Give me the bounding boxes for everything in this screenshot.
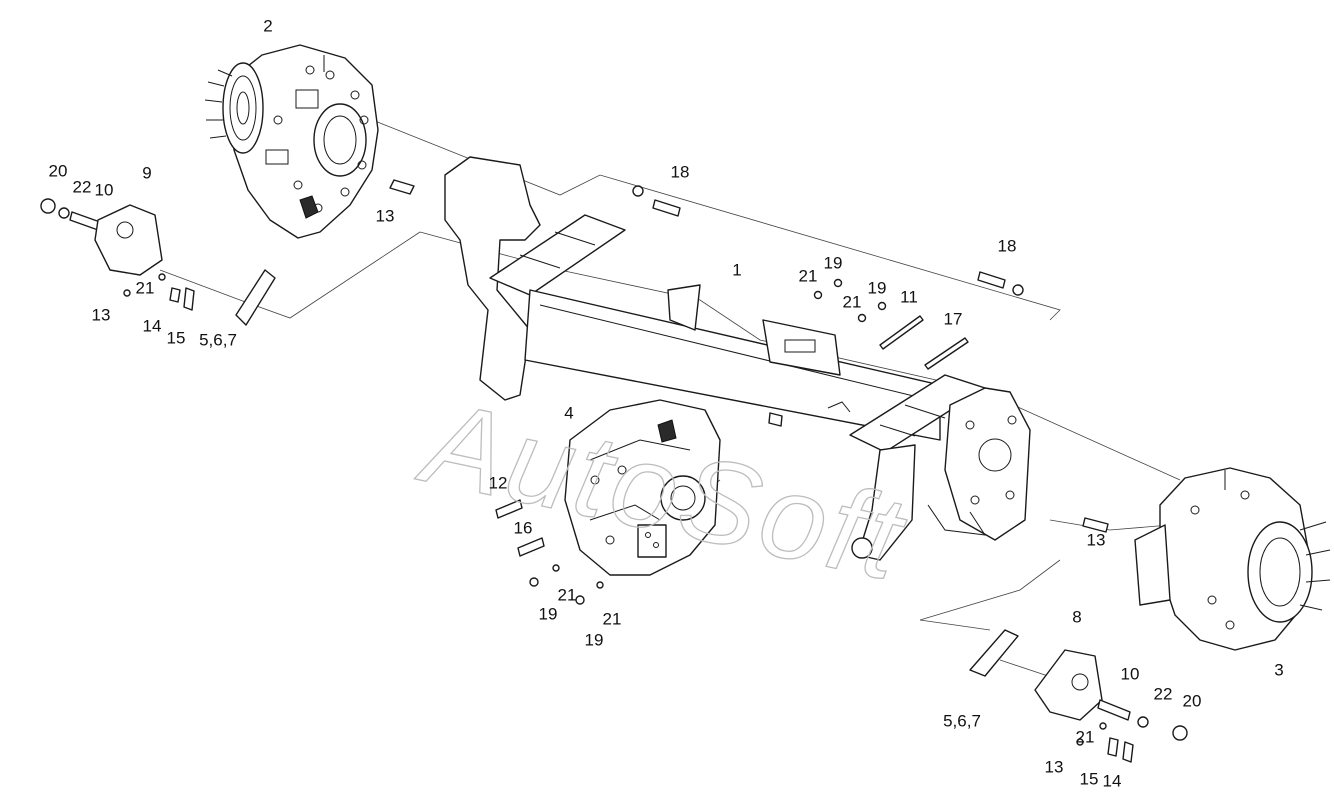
axle-beam-frame [444,156,1031,561]
part-number-callout: 2 [263,16,272,35]
part-number-callout: 19 [585,630,604,649]
center-gearbox [564,399,721,576]
part-number-callout: 15 [167,328,186,347]
part-number-callout: 13 [376,206,395,225]
part-number-callout: 5,6,7 [943,711,981,730]
part-number-callout: 20 [1183,691,1202,710]
part-number-callout: 5,6,7 [199,330,237,349]
part-number-callout: 22 [1154,684,1173,703]
part-number-callout: 12 [489,473,508,492]
part-number-callout: 19 [868,278,887,297]
right-hub-assembly [1134,467,1331,651]
part-number-callout: 8 [1072,607,1081,626]
part-number-callout: 21 [799,266,818,285]
part-number-callout: 15 [1080,769,1099,788]
part-number-callout: 1 [732,260,741,279]
part-number-callout: 18 [671,162,690,181]
part-number-callout: 13 [1045,757,1064,776]
part-number-callout: 21 [136,278,155,297]
part-number-callout: 13 [1087,530,1106,549]
part-number-callout: 21 [843,292,862,311]
fasteners [40,179,1188,763]
part-number-callout: 16 [514,518,533,537]
center-bracket [667,284,841,376]
part-number-callout: 3 [1274,660,1283,679]
part-number-callout: 10 [95,180,114,199]
part-number-callout: 10 [1121,664,1140,683]
part-number-callout: 17 [944,309,963,328]
part-number-callout: 9 [142,163,151,182]
left-hub-assembly [204,44,379,239]
part-number-callout: 22 [73,177,92,196]
part-number-callout: 20 [49,161,68,180]
part-number-callout: 11 [900,287,918,306]
part-number-callout: 13 [92,305,111,324]
part-number-callout: 18 [998,236,1017,255]
part-number-callout: 21 [1076,727,1095,746]
part-number-callout: 14 [1103,771,1122,790]
part-number-callout: 21 [558,585,577,604]
callout-labels: 12345,6,75,6,789101011121313131314141515… [49,16,1284,790]
part-number-callout: 19 [539,604,558,623]
part-number-callout: 14 [143,316,162,335]
part-number-callout: 21 [603,609,622,628]
part-number-callout: 4 [564,403,573,422]
part-number-callout: 19 [824,253,843,272]
